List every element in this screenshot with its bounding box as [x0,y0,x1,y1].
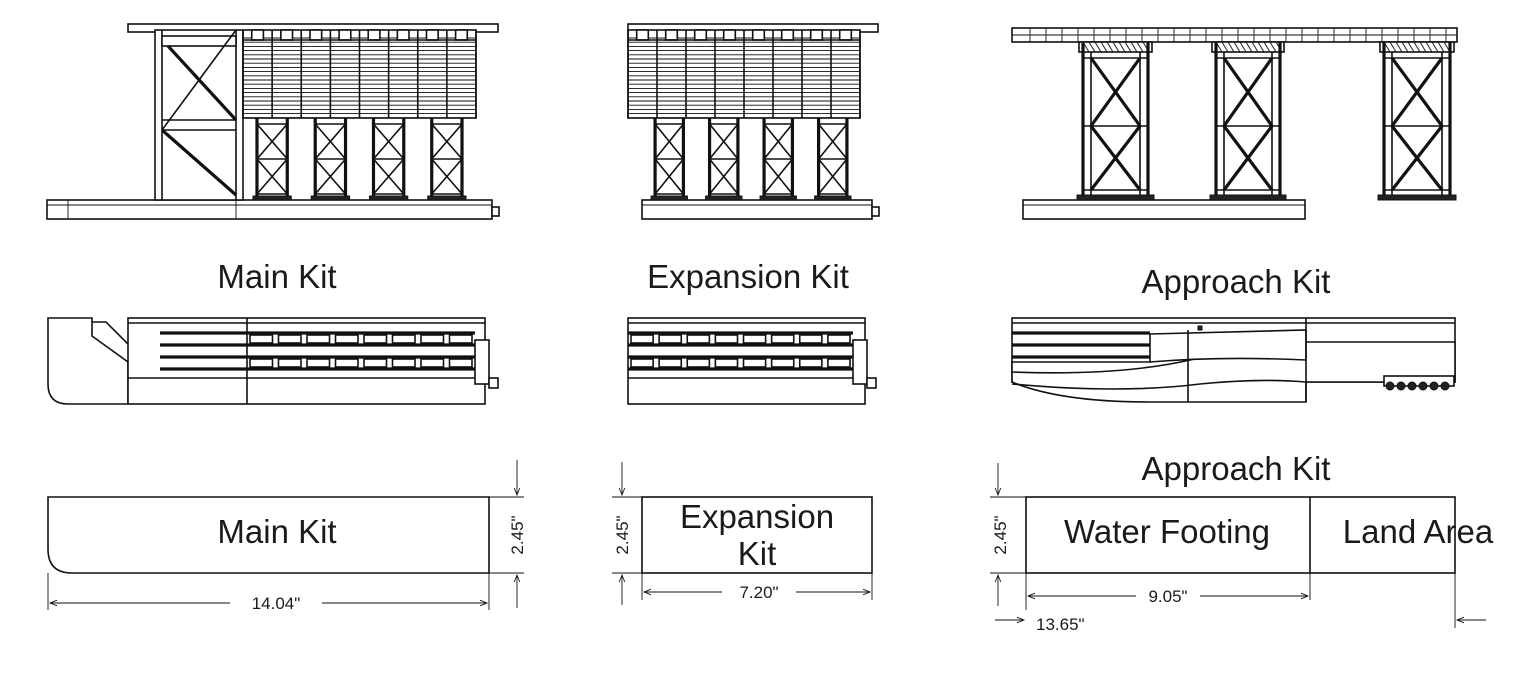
expansion-kit-elevation-drawing [627,23,880,220]
main-kit-elevation-drawing [46,23,500,220]
main-kit-footprint-label: Main Kit [217,513,336,550]
expansion-kit-plan-drawing [627,317,877,405]
approach-kit-elevation-drawing [1011,27,1458,220]
expansion-kit-footprint-label-line1: Expansion [680,498,834,535]
approach-kit-plan-drawing [1011,317,1456,403]
approach-kit-footprint-title: Approach Kit [1142,450,1331,487]
expansion-kit-footprint-label-line2: Kit [738,535,777,572]
expansion-kit-footprint: Expansion Kit 7.20" 2.45" [612,462,873,605]
expansion-kit-elevation-label: Expansion Kit [647,258,849,295]
approach-kit-footprint: Approach Kit Water Footing Land Area 9.0… [990,450,1494,634]
main-kit-height-dim: 2.45" [508,515,527,554]
expansion-kit-width-dim: 7.20" [739,583,778,602]
approach-kit-elevation-label: Approach Kit [1142,263,1331,300]
main-kit-plan-drawing [47,317,499,405]
approach-kit-total-dim: 13.65" [1036,615,1085,634]
expansion-kit-height-dim: 2.45" [613,515,632,554]
approach-kit-height-dim: 2.45" [991,515,1010,554]
main-kit-footprint: Main Kit 14.04" 2.45" [47,460,527,613]
main-kit-width-dim: 14.04" [252,594,301,613]
main-kit-elevation-label: Main Kit [217,258,336,295]
approach-kit-water-footing-label: Water Footing [1064,513,1270,550]
approach-kit-land-area-label: Land Area [1343,513,1494,550]
approach-kit-water-footing-dim: 9.05" [1148,587,1187,606]
